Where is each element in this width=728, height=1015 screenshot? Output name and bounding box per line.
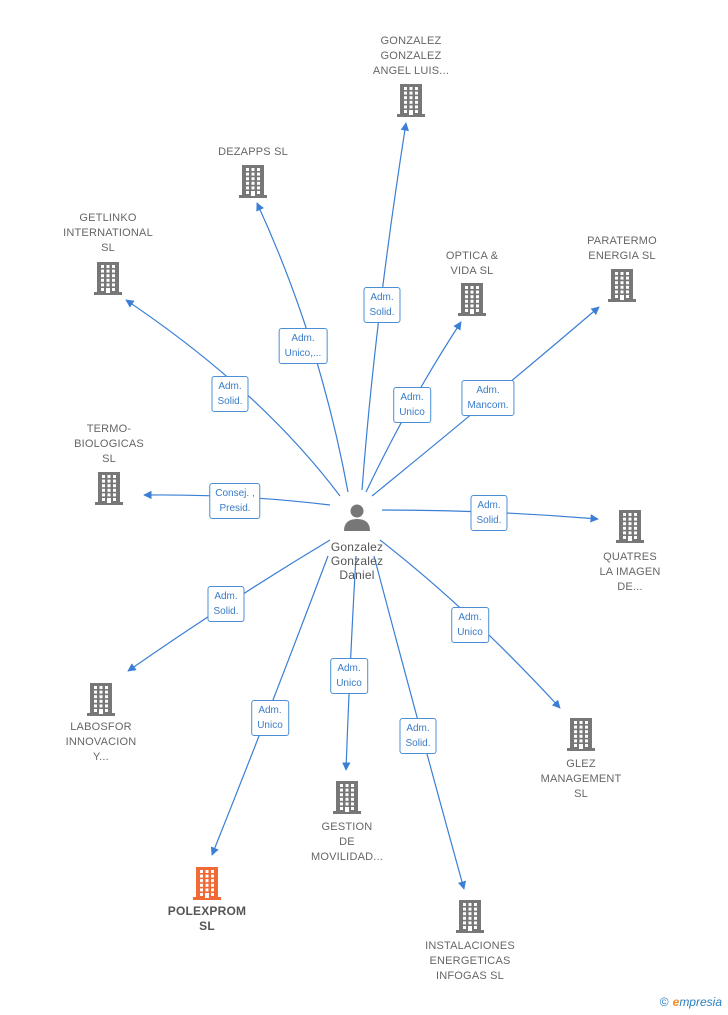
person-icon[interactable] (342, 502, 372, 537)
role-label-instalaciones-energeticas-infogas-sl: Adm. Solid. (399, 718, 437, 754)
building-icon[interactable] (615, 508, 645, 549)
building-icon[interactable] (192, 865, 222, 906)
company-label-polexprom-sl[interactable]: POLEXPROM SL (167, 904, 247, 933)
company-label-gonzalez-gonzalez-angel-luis[interactable]: GONZALEZ GONZALEZ ANGEL LUIS... (372, 35, 450, 77)
copyright-icon: © (659, 995, 669, 1009)
company-label-getlinko-international-sl[interactable]: GETLINKO INTERNATIONAL SL (63, 212, 153, 254)
empresia-logo: ©empresia (659, 995, 722, 1009)
role-label-polexprom-sl: Adm. Unico (251, 700, 289, 736)
role-label-gonzalez-gonzalez-angel-luis: Adm. Solid. (363, 287, 401, 323)
building-icon[interactable] (94, 470, 124, 511)
role-label-dezapps-sl: Adm. Unico,... (278, 328, 328, 364)
role-label-glez-management-sl: Adm. Unico (451, 607, 489, 643)
building-icon[interactable] (332, 779, 362, 820)
company-label-paratermo-energia-sl[interactable]: PARATERMO ENERGIA SL (587, 235, 657, 262)
role-label-labosfor-innovacion: Adm. Solid. (207, 586, 245, 622)
role-label-getlinko-international-sl: Adm. Solid. (211, 376, 249, 412)
building-icon[interactable] (455, 898, 485, 939)
company-label-quatres-la-imagen[interactable]: QUATRES LA IMAGEN DE... (599, 551, 661, 593)
building-icon[interactable] (93, 260, 123, 301)
building-icon[interactable] (238, 163, 268, 204)
person-name-label[interactable]: Gonzalez Gonzalez Daniel (330, 540, 384, 582)
company-label-dezapps-sl[interactable]: DEZAPPS SL (218, 146, 288, 158)
company-label-labosfor-innovacion[interactable]: LABOSFOR INNOVACION Y... (65, 721, 137, 763)
company-label-glez-management-sl[interactable]: GLEZ MANAGEMENT SL (540, 758, 622, 800)
company-label-instalaciones-energeticas-infogas-sl[interactable]: INSTALACIONES ENERGETICAS INFOGAS SL (425, 940, 515, 982)
role-label-quatres-la-imagen: Adm. Solid. (470, 495, 508, 531)
company-label-termo-biologicas-sl[interactable]: TERMO- BIOLOGICAS SL (74, 423, 144, 465)
role-label-paratermo-energia-sl: Adm. Mancom. (461, 380, 515, 416)
company-label-gestion-de-movilidad[interactable]: GESTION DE MOVILIDAD... (310, 821, 384, 863)
building-icon[interactable] (396, 82, 426, 123)
building-icon[interactable] (566, 716, 596, 757)
building-icon[interactable] (86, 681, 116, 722)
role-label-termo-biologicas-sl: Consej. , Presid. (209, 483, 261, 519)
building-icon[interactable] (607, 267, 637, 308)
company-label-optica-vida-sl[interactable]: OPTICA & VIDA SL (445, 250, 499, 277)
role-label-gestion-de-movilidad: Adm. Unico (330, 658, 368, 694)
role-label-optica-vida-sl: Adm. Unico (393, 387, 431, 423)
building-icon[interactable] (457, 281, 487, 322)
